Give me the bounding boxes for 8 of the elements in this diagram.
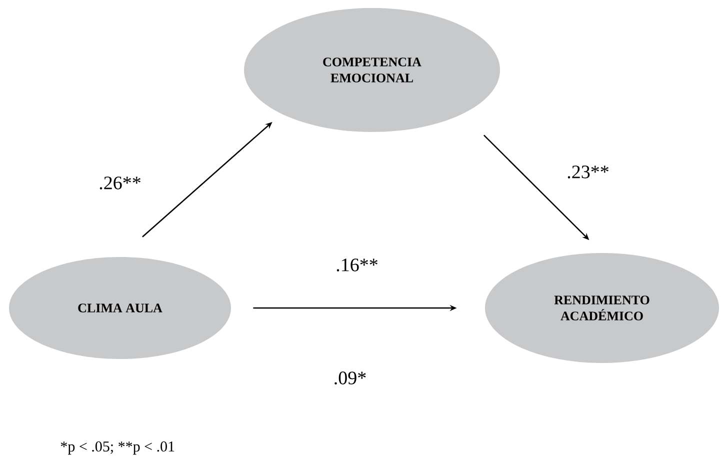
- path-coefficient: .09*: [334, 372, 366, 384]
- edge-label: .26**: [100, 176, 140, 190]
- ellipse-node: RENDIMIENTO ACADÉMICO: [485, 253, 719, 363]
- edge-label: .23**: [568, 166, 608, 178]
- footnote: *p < .05; **p < .01: [60, 441, 174, 455]
- ellipse-node: CLIMA AULA: [9, 257, 231, 359]
- ellipse-node: COMPETENCIA EMOCIONAL: [244, 8, 500, 132]
- edge-label: .16**: [336, 258, 378, 272]
